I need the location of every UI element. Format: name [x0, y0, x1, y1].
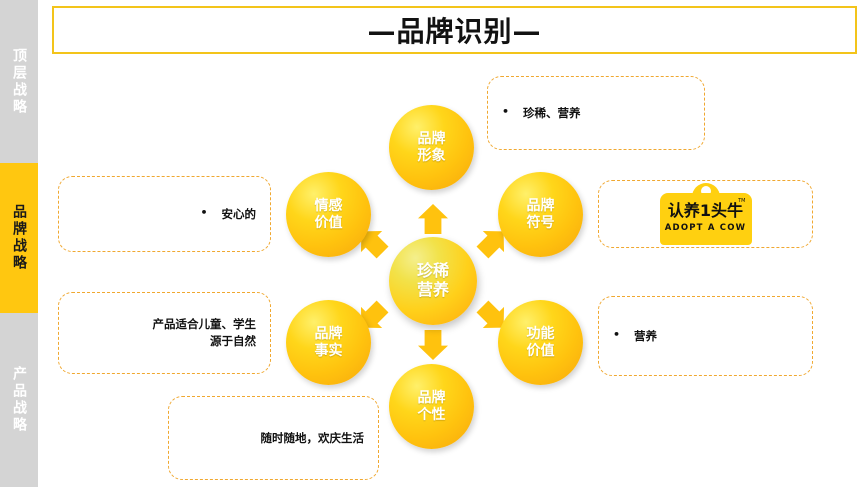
- sidebar-item-label: 产品战略: [11, 366, 27, 434]
- callout-middle-left: • 安心的: [58, 176, 271, 252]
- sidebar-item-label: 顶层战略: [11, 47, 27, 116]
- callout-text-row: • 安心的: [200, 206, 256, 223]
- callout-text: 随时随地，欢庆生活: [260, 430, 365, 445]
- logo-tag-hole-icon: [700, 186, 711, 196]
- bullet-icon: •: [200, 205, 208, 219]
- callout-bottom-middle: 随时随地，欢庆生活: [168, 396, 379, 480]
- node-brand-image[interactable]: 品牌 形象: [389, 105, 474, 190]
- callout-text: 安心的: [221, 206, 257, 221]
- page-title: —品牌识别—: [367, 15, 542, 48]
- callout-text-row: • 营养: [613, 328, 657, 345]
- node-brand-personality[interactable]: 品牌 个性: [389, 364, 474, 449]
- logo-name-cn: 认养1头牛: [667, 201, 744, 220]
- logo-trademark: TM: [738, 198, 746, 204]
- node-functional-value[interactable]: 功能 价值: [498, 300, 583, 385]
- node-label: 功能 价值: [526, 325, 555, 359]
- node-label: 品牌 事实: [314, 325, 343, 359]
- logo-name-en: ADOPT A COW: [664, 223, 747, 233]
- callout-text-row: • 珍稀、营养: [502, 105, 581, 122]
- sidebar-item-top-strategy[interactable]: 顶层战略: [0, 0, 38, 163]
- callout-text: 珍稀、营养: [523, 105, 581, 120]
- node-label: 品牌 符号: [526, 197, 555, 231]
- page-title-box: —品牌识别—: [52, 6, 857, 54]
- arrow-down-icon: [418, 330, 448, 360]
- callout-bottom-right: • 营养: [598, 296, 813, 376]
- callout-text: 营养: [634, 328, 658, 343]
- callout-text: 产品适合儿童、学生 源于自然: [152, 317, 257, 348]
- node-label: 情感 价值: [314, 197, 343, 231]
- sidebar: 顶层战略 品牌战略 产品战略: [0, 0, 38, 487]
- logo-tag-body: [659, 193, 752, 245]
- callout-top-right: • 珍稀、营养: [487, 76, 705, 150]
- node-brand-facts[interactable]: 品牌 事实: [286, 300, 371, 385]
- node-label: 品牌 形象: [417, 130, 446, 164]
- bullet-icon: •: [613, 327, 621, 341]
- bullet-icon: •: [502, 104, 510, 118]
- sidebar-item-label: 品牌战略: [11, 204, 27, 272]
- callout-bottom-left: 产品适合儿童、学生 源于自然: [58, 292, 271, 374]
- callout-logo: TM 认养1头牛 ADOPT A COW: [598, 180, 813, 248]
- sidebar-item-product-strategy[interactable]: 产品战略: [0, 313, 38, 487]
- node-label: 珍稀 营养: [416, 261, 449, 299]
- node-brand-symbol[interactable]: 品牌 符号: [498, 172, 583, 257]
- node-emotional-value[interactable]: 情感 价值: [286, 172, 371, 257]
- brand-logo: TM 认养1头牛 ADOPT A COW: [659, 183, 752, 245]
- sidebar-item-brand-strategy[interactable]: 品牌战略: [0, 163, 38, 313]
- node-core-value[interactable]: 珍稀 营养: [389, 237, 477, 325]
- arrow-up-icon: [418, 204, 448, 234]
- node-label: 品牌 个性: [417, 389, 446, 423]
